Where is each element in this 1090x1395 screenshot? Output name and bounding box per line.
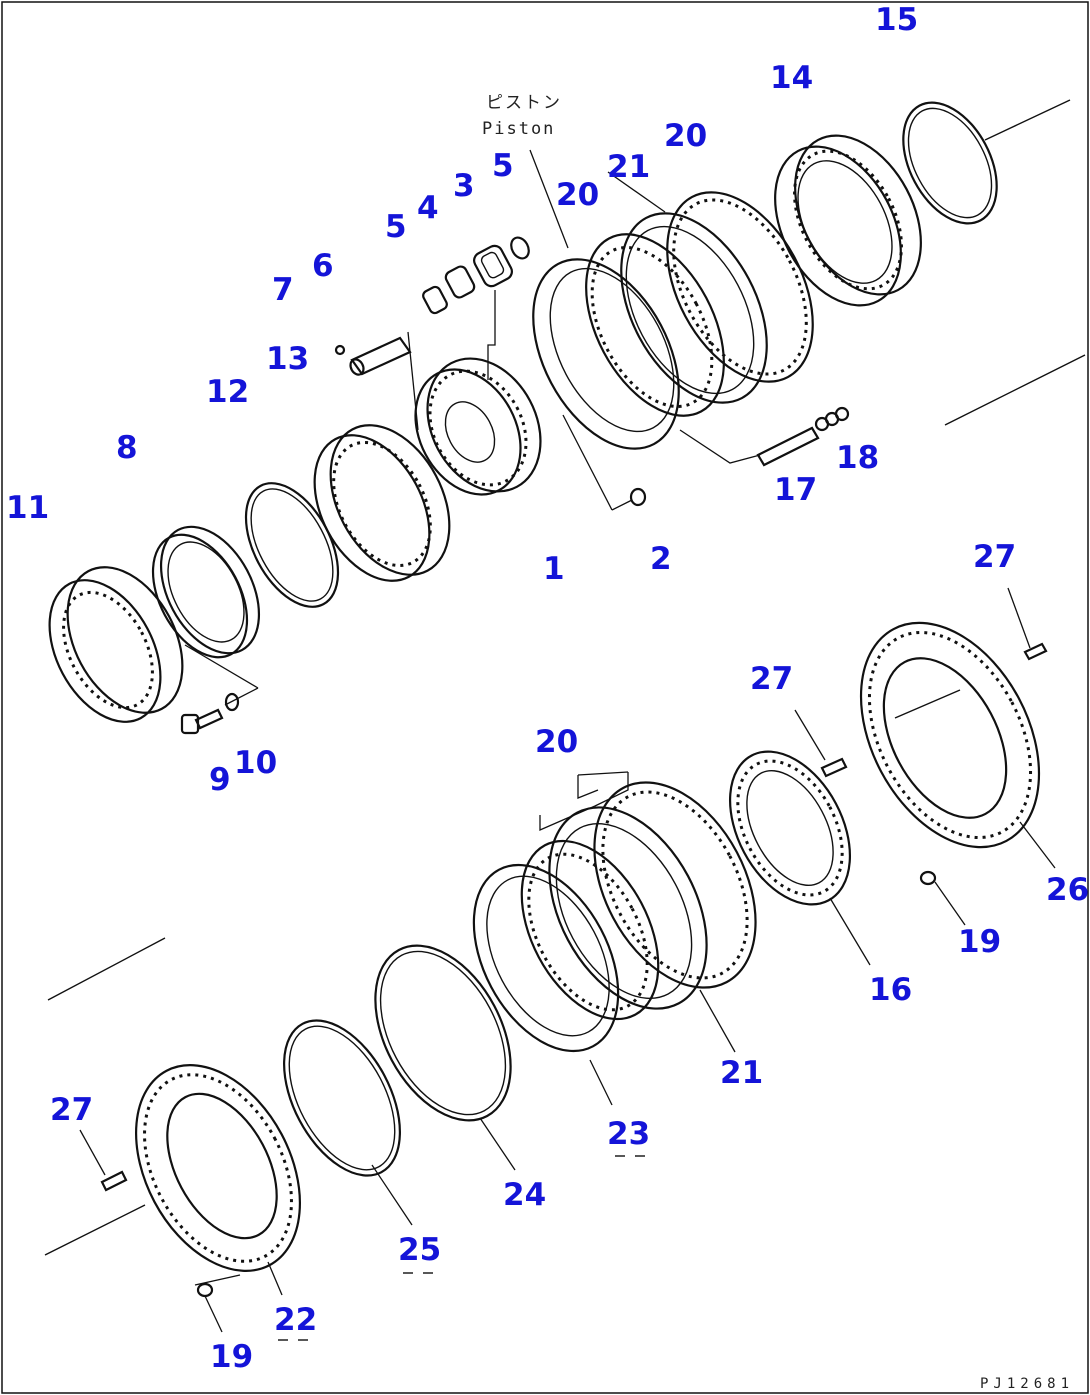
part-5-washer-a xyxy=(422,285,448,315)
part-18-nuts xyxy=(814,406,850,432)
leader-lines-top xyxy=(184,149,761,706)
part-11-bearing-ring xyxy=(48,566,184,723)
callout-19-right: 19 xyxy=(958,924,1001,960)
callout-11: 11 xyxy=(6,490,49,526)
piston xyxy=(532,258,680,450)
callout-20-top: 20 xyxy=(664,118,707,154)
part-21-plate-bottom xyxy=(548,806,708,1010)
part-20-plate-bottom-b xyxy=(520,839,660,1021)
callout-20-mid: 20 xyxy=(556,177,599,213)
callout-8: 8 xyxy=(116,430,138,466)
part-10-washer xyxy=(224,692,240,712)
callout-13: 13 xyxy=(266,341,309,377)
callout-12: 12 xyxy=(206,374,249,410)
part-9-bolt xyxy=(180,708,224,735)
part-2-plug xyxy=(629,487,647,507)
part-8-flange-ring xyxy=(151,525,261,659)
callout-27-left: 27 xyxy=(50,1092,93,1128)
callout-24: 24 xyxy=(503,1177,546,1213)
part-23-plate xyxy=(472,863,620,1053)
callout-17: 17 xyxy=(774,472,817,508)
part-20-plate-inner xyxy=(585,233,725,417)
part-6-pin xyxy=(349,336,412,376)
callout-9: 9 xyxy=(209,762,231,798)
part-7-ball xyxy=(334,344,346,356)
axis-line-mid xyxy=(944,354,1086,426)
callout-2: 2 xyxy=(650,541,672,577)
axis-line-lower-right xyxy=(894,689,961,719)
part-22-end-plate xyxy=(134,1064,302,1272)
callout-3: 3 xyxy=(453,168,475,204)
callout-27-mid: 27 xyxy=(750,661,793,697)
callout-7: 7 xyxy=(272,272,294,308)
part-15-ring xyxy=(902,101,998,225)
callout-10: 10 xyxy=(234,745,277,781)
drawing-code: PJ12681 xyxy=(980,1376,1074,1392)
part-21-plate-top xyxy=(620,212,768,404)
callout-1: 1 xyxy=(543,551,565,587)
part-19-pin-a xyxy=(919,870,937,886)
part-5-washer-b xyxy=(510,236,530,260)
piston-label-jp: ピストン xyxy=(486,93,562,113)
part-13-ring xyxy=(313,424,451,582)
part-12-ring xyxy=(244,482,340,608)
part-1-hub xyxy=(414,357,542,496)
callout-21-bottom: 21 xyxy=(720,1055,763,1091)
callout-23: 23 xyxy=(607,1116,650,1152)
callout-22: 22 xyxy=(274,1302,317,1338)
callout-5-top: 5 xyxy=(492,148,514,184)
part-14-gear-ring xyxy=(774,134,922,307)
part-27-pin-b xyxy=(820,757,848,778)
callout-20-bottom: 20 xyxy=(535,724,578,760)
axis-line-bottom xyxy=(47,937,166,1001)
callout-5-left: 5 xyxy=(385,209,407,245)
part-19-pin-b xyxy=(196,1282,214,1298)
part-3-block xyxy=(473,244,513,288)
callout-16: 16 xyxy=(869,972,912,1008)
part-16-ring xyxy=(728,750,852,906)
callout-26: 26 xyxy=(1046,872,1089,908)
axis-line-bottom-left xyxy=(44,1204,146,1256)
callout-25: 25 xyxy=(398,1232,441,1268)
part-27-pin-c xyxy=(100,1170,128,1192)
part-20-plate-bottom-a xyxy=(593,781,757,989)
callout-15: 15 xyxy=(875,2,918,38)
callout-6: 6 xyxy=(312,248,334,284)
part-25-ring xyxy=(283,1019,401,1177)
callout-27-top-right: 27 xyxy=(973,539,1016,575)
piston-label-en: Piston xyxy=(482,119,555,139)
callout-4: 4 xyxy=(417,190,439,226)
callout-21-top: 21 xyxy=(607,149,650,185)
part-20-plate-top xyxy=(666,191,814,383)
callout-18: 18 xyxy=(836,440,879,476)
underline-marks xyxy=(278,1155,645,1341)
leader-lines-bottom xyxy=(79,587,1056,1333)
part-17-bolt xyxy=(756,426,820,467)
part-4-block xyxy=(444,265,476,299)
part-26-end-plate xyxy=(859,621,1041,849)
callout-14: 14 xyxy=(770,60,813,96)
axis-line-top xyxy=(984,99,1071,141)
part-27-pin-a xyxy=(1023,642,1048,661)
callout-19-left: 19 xyxy=(210,1339,253,1375)
part-24-ring xyxy=(374,944,512,1122)
